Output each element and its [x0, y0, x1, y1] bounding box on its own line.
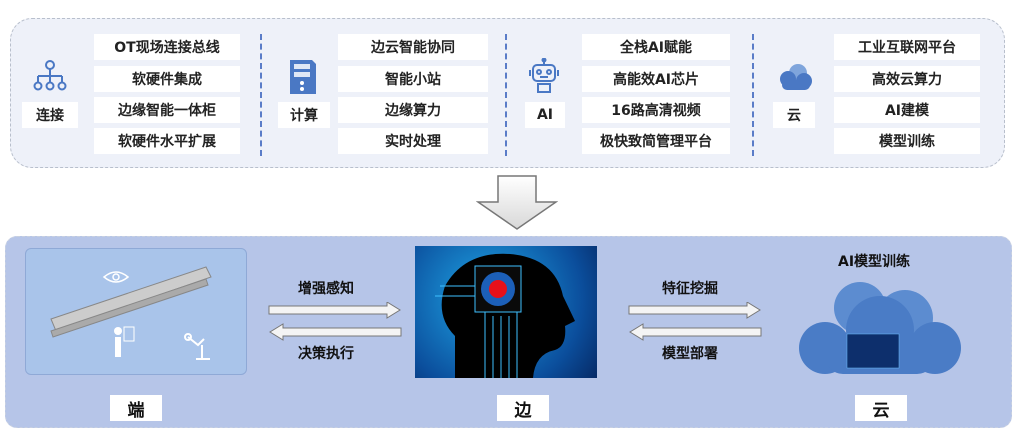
divider	[752, 34, 754, 156]
end-label: 端	[110, 395, 162, 421]
group-label: 云	[773, 102, 815, 128]
server-icon	[290, 60, 316, 94]
edge-label: 边	[497, 395, 549, 421]
list-item: 极快致简管理平台	[582, 128, 730, 154]
factory-image	[25, 248, 247, 375]
model-deployment-text: 模型部署	[662, 346, 718, 362]
list-item: 实时处理	[338, 128, 488, 154]
cloud-label: 云	[855, 395, 907, 421]
list-item: 边云智能协同	[338, 34, 488, 60]
cloud-training-icon	[799, 282, 961, 374]
list-item: 模型训练	[834, 128, 980, 154]
feature-mining-text: 特征挖掘	[662, 281, 718, 297]
divider	[505, 34, 507, 156]
divider	[260, 34, 262, 156]
person-presenting-icon	[114, 326, 135, 357]
bidirectional-arrows-icon	[628, 302, 762, 341]
group-label: 连接	[22, 102, 78, 128]
ai-head-image	[415, 246, 597, 378]
list-item: AI建模	[834, 97, 980, 123]
decision-execution-text: 决策执行	[298, 346, 354, 362]
bidirectional-arrows-icon	[268, 302, 402, 341]
network-hierarchy-icon	[33, 60, 67, 91]
list-item: 高效云算力	[834, 66, 980, 92]
group-label: 计算	[278, 102, 330, 128]
eye-icon	[102, 271, 130, 283]
robot-arm-icon	[184, 333, 210, 360]
list-item: 高能效AI芯片	[582, 66, 730, 92]
list-item: 智能小站	[338, 66, 488, 92]
list-item: 边缘算力	[338, 97, 488, 123]
enhance-perception-text: 增强感知	[298, 281, 354, 297]
list-item: 全栈AI赋能	[582, 34, 730, 60]
list-item: 边缘智能一体柜	[94, 97, 240, 123]
list-item: 工业互联网平台	[834, 34, 980, 60]
list-item: OT现场连接总线	[94, 34, 240, 60]
production-line-icon	[50, 266, 212, 338]
list-item: 16路高清视频	[582, 97, 730, 123]
robot-icon	[529, 58, 559, 93]
cloud-icon	[780, 64, 812, 90]
down-arrow-icon	[476, 175, 558, 230]
group-label: AI	[525, 102, 565, 128]
list-item: 软硬件集成	[94, 66, 240, 92]
cloud-title: AI模型训练	[838, 254, 911, 270]
list-item: 软硬件水平扩展	[94, 128, 240, 154]
